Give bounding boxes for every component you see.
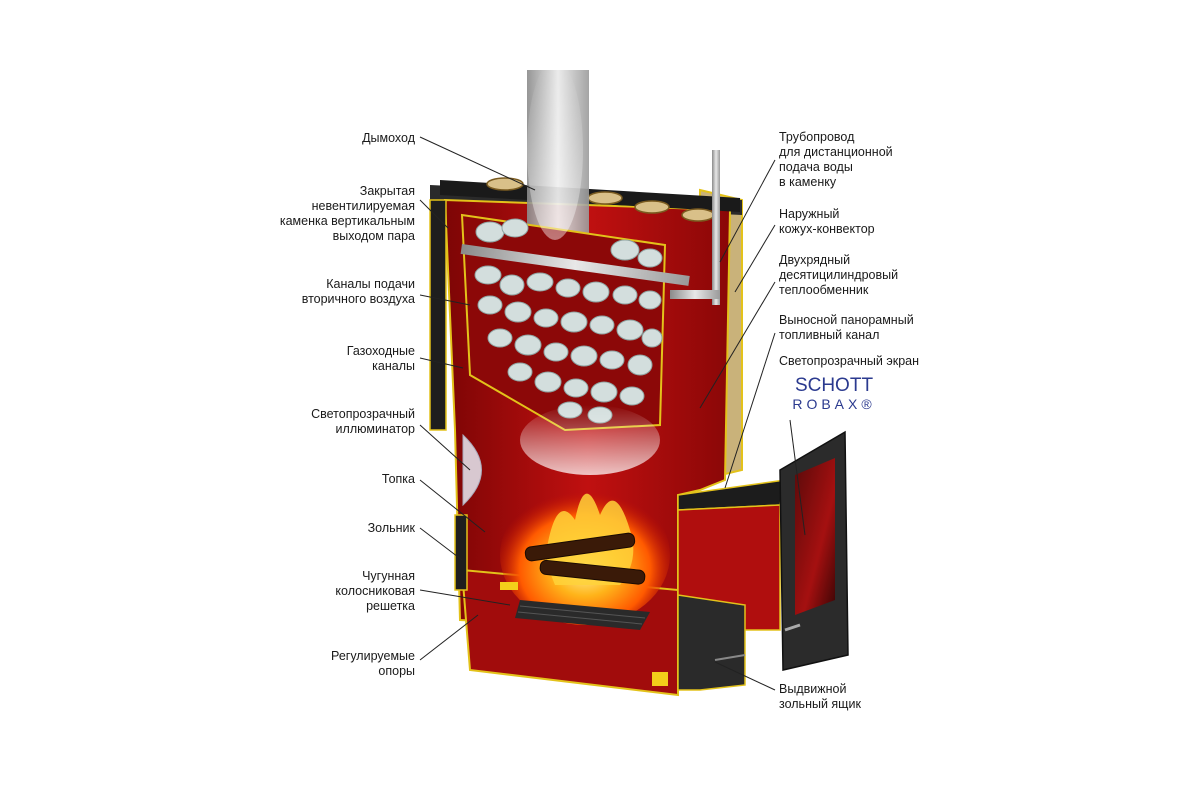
top-plate xyxy=(440,177,740,222)
fire xyxy=(500,485,670,625)
logo-line-1: SCHOTT xyxy=(794,375,874,396)
smoke xyxy=(520,60,660,475)
label-casing: Наружный кожух-конвектор xyxy=(779,207,875,236)
label-fuel-channel: Выносной панорамный топливный канал xyxy=(779,313,914,342)
label-chimney: Дымоход xyxy=(362,131,415,145)
water-pipe-graphic xyxy=(460,150,720,305)
ash-drawer-graphic xyxy=(677,594,746,691)
label-water-pipe: Трубопровод для дистанционной подача вод… xyxy=(779,130,893,189)
yellow-vents xyxy=(500,582,668,686)
label-firebox: Топка xyxy=(381,472,415,486)
grate-graphic xyxy=(515,600,650,630)
label-illuminator: Светопрозрачный иллюминатор xyxy=(311,407,415,436)
label-screen: Светопрозрачный экран xyxy=(779,354,920,368)
label-grate: Чугунная колосниковая решетка xyxy=(335,569,415,613)
stone-heater xyxy=(460,213,667,432)
glass-door xyxy=(779,430,849,671)
side-illuminator xyxy=(462,433,482,507)
label-closed-heater: Закрытая невентилируемая каменка вертика… xyxy=(279,184,415,243)
label-ash-pit: Зольник xyxy=(367,521,415,535)
schott-robax-logo: SCHOTT ROBAX® xyxy=(779,375,889,413)
logo-line-2: ROBAX® xyxy=(792,396,876,412)
leader-lines xyxy=(419,136,806,691)
label-secondary-air: Каналы подачи вторичного воздуха xyxy=(301,277,415,306)
label-heat-exchanger: Двухрядный десятицилиндровый теплообменн… xyxy=(779,253,899,297)
label-gas-channels: Газоходные каналы xyxy=(346,344,415,373)
label-ash-drawer: Выдвижной зольный ящик xyxy=(779,682,861,711)
label-supports: Регулируемые опоры xyxy=(331,649,415,678)
